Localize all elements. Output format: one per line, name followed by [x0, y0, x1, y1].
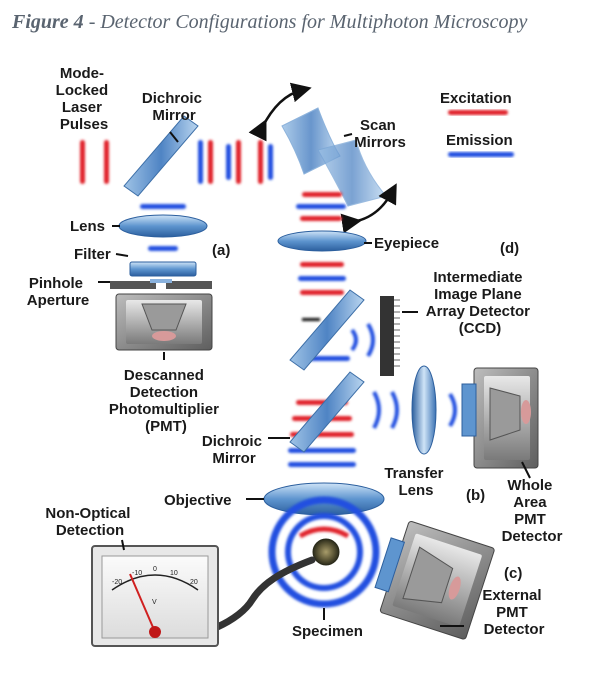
pinhole-aperture	[110, 279, 212, 289]
descanned-lens	[118, 214, 208, 238]
tag-c: (c)	[504, 565, 522, 582]
legend-emission-label: Emission	[446, 132, 513, 149]
dichroic-mirror-ccd	[289, 289, 365, 371]
tag-a: (a)	[212, 242, 230, 259]
svg-text:Figure 4 - Detector Configurat: Figure 4 - Detector Configurations for M…	[11, 11, 527, 33]
objective-label: Objective	[164, 492, 232, 509]
meter-tick-label: 10	[170, 570, 178, 577]
laser-label: Mode- Locked Laser Pulses	[56, 65, 113, 133]
legend: Excitation Emission	[440, 90, 514, 157]
labels: Mode- Locked Laser Pulses Dichroic Mirro…	[27, 65, 563, 640]
non-optical-label: Non-Optical Detection	[45, 505, 134, 539]
external-pmt	[374, 520, 495, 640]
dichroic-top-label: Dichroic Mirror	[142, 90, 206, 124]
lens-label: Lens	[70, 218, 105, 235]
meter-pivot	[149, 626, 161, 638]
meter-unit: V	[152, 599, 157, 606]
descanned-pmt	[115, 293, 213, 351]
specimen-label: Specimen	[292, 623, 363, 640]
scan-mirrors-label: Scan Mirrors	[354, 117, 406, 151]
ccd-array-detector	[380, 296, 400, 376]
eyepiece-label: Eyepiece	[374, 235, 439, 252]
transfer-lens	[411, 365, 437, 455]
specimen-emission-rings	[268, 496, 380, 608]
legend-excitation-label: Excitation	[440, 90, 512, 107]
emission-filter	[129, 261, 197, 277]
legend-emission-swatch	[448, 152, 514, 157]
descanned-emission-pulses	[140, 204, 186, 251]
meter-tick-label: -10	[132, 570, 142, 577]
dichroic-mirror-top	[123, 115, 199, 197]
scan-mirrors	[248, 82, 397, 234]
meter-tick-label: 0	[153, 566, 157, 573]
tag-b: (b)	[466, 487, 485, 504]
meter-needle	[129, 573, 156, 633]
whole-area-pmt	[461, 367, 539, 469]
meter-tick-label: -20	[112, 579, 122, 586]
pinhole-label: Pinhole Aperture	[27, 275, 90, 309]
specimen	[312, 538, 340, 566]
legend-excitation-swatch	[448, 110, 508, 115]
eyepiece-lens	[277, 230, 367, 252]
laser-pulse-train	[80, 140, 273, 184]
dichroic-bottom-label: Dichroic Mirror	[202, 433, 266, 467]
tag-d: (d)	[500, 240, 519, 257]
non-optical-voltmeter: -20 -10 0 10 20 V	[91, 545, 219, 647]
scan-beam-pulses	[296, 192, 346, 221]
figure-title: Figure 4 - Detector Configurations for M…	[11, 11, 527, 33]
filter-label: Filter	[74, 246, 111, 263]
side-emission-arcs	[350, 322, 457, 429]
external-pmt-label: External PMT Detector	[482, 587, 545, 638]
meter-tick-label: 20	[190, 579, 198, 586]
dichroic-mirror-bottom	[289, 371, 365, 453]
leader-lines	[98, 131, 531, 627]
whole-area-pmt-label: Whole Area PMT Detector	[502, 477, 563, 545]
transfer-lens-label: Transfer Lens	[384, 465, 447, 499]
descanned-pmt-label: Descanned Detection Photomultiplier (PMT…	[109, 367, 223, 435]
ccd-label: Intermediate Image Plane Array Detector …	[426, 269, 534, 337]
